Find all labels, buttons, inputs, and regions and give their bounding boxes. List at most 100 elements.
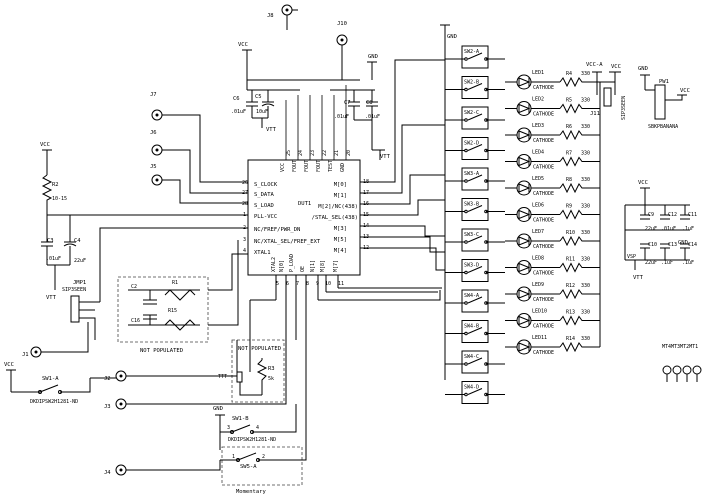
dip-switch[interactable]: SW4-D: [445, 381, 505, 404]
dip-switch-label: SW3-B: [464, 202, 479, 208]
switch-sw1a[interactable]: SW1-A DKDIPSW2H1281-ND: [11, 376, 91, 405]
connector-j1[interactable]: J1: [22, 322, 89, 358]
ic-pin-label: M[4]: [334, 248, 347, 254]
dip-switch[interactable]: SW4-A: [445, 289, 505, 313]
dip-switch[interactable]: SW3-B: [445, 198, 505, 221]
c14-value: .1uF: [682, 260, 694, 266]
cathode-label: CATHODE: [533, 138, 554, 144]
ic-pin-number: 20: [346, 150, 352, 156]
ic-pin-number: 28: [242, 201, 248, 207]
ic-pin-number: 11: [338, 281, 344, 287]
ic-pin-label: M[0]: [334, 182, 347, 188]
c9-value: 22uF: [645, 226, 657, 232]
led-ref: LED10: [532, 309, 547, 315]
r2-ref: R2: [52, 182, 59, 188]
dip-switch[interactable]: SW3-D: [445, 259, 505, 282]
ic-dut1: DUT1 VCC FOUT FOUT FOUT TEST GND 25 24 2…: [242, 150, 369, 287]
ic-pin-number: 21: [334, 150, 340, 156]
j6-label: J6: [150, 130, 157, 136]
dip-switch-label: SW4-B: [464, 324, 479, 330]
ic-pin-label: VCC: [280, 163, 286, 172]
resistor-ref: R9: [566, 204, 572, 210]
j5-label: J5: [150, 164, 157, 170]
j2-label: J2: [104, 376, 111, 382]
ic-ref: DUT1: [298, 201, 311, 207]
connector-j2[interactable]: J2: [90, 340, 238, 382]
ic-pin-label: FOUT: [304, 160, 310, 172]
ic-pin-number: 10: [325, 281, 331, 287]
dip-switch[interactable]: SW4-C: [445, 350, 505, 374]
ic-pin-number: 7: [296, 281, 299, 287]
resistor-value: 330: [581, 310, 590, 316]
switch-sw5a[interactable]: SW5-A Momentary 1 2: [220, 420, 307, 495]
ic-pin-label: NC/FREF/PWR_DN: [254, 227, 300, 233]
momentary-label: Momentary: [236, 489, 266, 495]
ic-pin-label: M[1]: [334, 193, 347, 199]
ic-pin-label: FOUT: [316, 160, 322, 172]
gnd-symbol: GND: [213, 406, 225, 450]
connector-j3[interactable]: J3: [104, 358, 287, 410]
c5-value: 10uF: [256, 109, 268, 115]
cathode-label: CATHODE: [533, 271, 554, 277]
resistor-value: 330: [581, 98, 590, 104]
ic-pin-label: S_CLOCK: [254, 182, 278, 188]
connector-j10[interactable]: J10: [336, 21, 348, 80]
r15-ref: R15: [168, 308, 177, 314]
ic-pin-number: 22: [322, 150, 328, 156]
led-ref: LED9: [532, 282, 544, 288]
j1-label: J1: [22, 352, 29, 358]
switch-sw1b[interactable]: SW1-B DKDIPSW2H1281-ND 3 4: [220, 404, 297, 443]
ic-pin-label: S_LOAD: [254, 203, 274, 209]
c16-ref: C16: [131, 318, 140, 324]
dip-switch[interactable]: SW2-A: [445, 45, 505, 69]
connector-j6[interactable]: J6: [150, 130, 248, 194]
ic-pin-label: M[5]: [334, 237, 347, 243]
sw5a-label: SW5-A: [240, 464, 257, 470]
ic-pin-label: TEST: [328, 160, 334, 172]
vcc-symbol: VCC: [638, 180, 650, 205]
c4-ref: C4: [74, 238, 81, 244]
dip-switch[interactable]: SW4-B: [445, 320, 505, 343]
connector-j11[interactable]: J11 SIP3SEEN: [590, 87, 627, 120]
c10-value: 22uF: [645, 260, 657, 266]
resistor-ref: R14: [566, 336, 575, 342]
ic-pin-number: 23: [310, 150, 316, 156]
dip-switch[interactable]: SW2-D: [445, 137, 505, 160]
dip-switch[interactable]: SW3-C: [445, 228, 505, 252]
resistor-value: 330: [581, 336, 590, 342]
cathode-label: CATHODE: [533, 244, 554, 250]
c2-ref: C2: [131, 284, 137, 290]
c12-value: .01uF: [661, 226, 676, 232]
dip-switch[interactable]: SW2-B: [445, 76, 505, 99]
dip-switch[interactable]: SW3-A: [445, 167, 505, 191]
connector-pw1[interactable]: PW1 SBKPBANANA: [645, 79, 683, 130]
dip-switch-bank[interactable]: SW2-A SW2-B SW2-C SW2-D SW3-A SW3-B SW3-C SW3-D…: [445, 45, 505, 404]
connector-j5[interactable]: J5: [150, 164, 248, 204]
capacitor-c4: C4 22uF: [63, 238, 86, 265]
sw1a-label: SW1-A: [42, 376, 59, 382]
resistor-ref: R11: [566, 257, 575, 263]
connector-j7[interactable]: J7: [150, 92, 248, 183]
connector-j8[interactable]: J8: [267, 4, 298, 30]
ic-pin-number: 8: [306, 281, 309, 287]
dip-switch-label: SW3-D: [464, 263, 479, 269]
dip-switch[interactable]: SW2-C: [445, 106, 505, 130]
jumper-jmp1[interactable]: JMP1 SIP3SEEN: [62, 280, 100, 340]
cathode-label: CATHODE: [533, 191, 554, 197]
resistor-ref: R5: [566, 98, 572, 104]
j4-label: J4: [104, 470, 111, 476]
dip-switch-label: SW2-D: [464, 141, 479, 147]
gnd-label: GND: [638, 66, 648, 72]
vtt-label: VTT: [380, 154, 391, 160]
resistor-value: 330: [581, 177, 590, 183]
sw5a-pin: 1: [232, 454, 235, 460]
resistor-value: 330: [581, 151, 590, 157]
pw1-value: SBKPBANANA: [648, 124, 678, 130]
c13-ref: C13: [668, 242, 677, 248]
c11-value: .1uF: [682, 226, 694, 232]
vcc-label: VCC: [238, 42, 248, 48]
ic-pin-label: PLL-VCC: [254, 214, 277, 220]
connector-j4[interactable]: J4: [104, 460, 221, 476]
ic-pin-number: 6: [286, 281, 289, 287]
